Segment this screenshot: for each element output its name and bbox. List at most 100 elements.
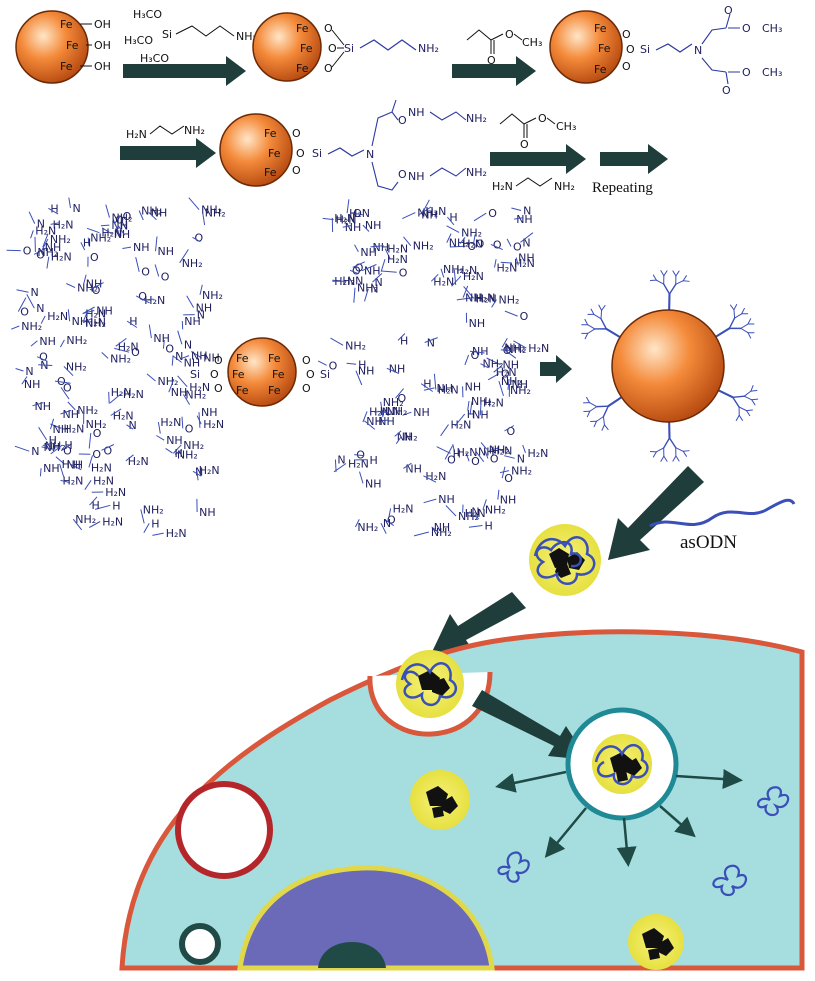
dendrimer-atom-label: O	[138, 290, 147, 303]
fe-label: Fe	[268, 147, 281, 160]
oxygen-label: O	[626, 43, 635, 56]
dendrimer-bond	[440, 424, 449, 437]
free-asodn	[497, 786, 790, 897]
dendrimer-bond	[352, 261, 366, 268]
dendrimer-atom-label: NH₂	[383, 396, 404, 409]
dendrimer-atom-label: NH₂	[461, 226, 482, 239]
oxygen-label: O	[214, 382, 223, 395]
oxygen-label: O	[324, 22, 333, 35]
amine-label: NH₂	[554, 180, 575, 193]
oxygen-label: O	[724, 4, 733, 17]
dendrimer-atom-label: H₂N	[166, 527, 187, 540]
dendrimer-atom-label: NH₂	[443, 263, 464, 276]
dendrimer-atom-label: NH₂	[205, 207, 226, 220]
dendrimer-bond	[172, 444, 182, 454]
dendrimer-atom-label: H₂N	[189, 381, 210, 394]
dendrimer-atom-label: NH₂	[506, 343, 527, 356]
reagent-aptes: H₃CO H₃CO H₃CO Si NH₂	[124, 8, 257, 65]
dendrimer-bond	[422, 199, 430, 212]
dendrimer-branch	[652, 274, 657, 281]
dendrimer-atom-label: N	[120, 219, 128, 232]
dendrimer-atom-label: NH₂	[86, 418, 107, 431]
dna-coil	[533, 536, 596, 585]
dendrimer-bond	[177, 330, 183, 345]
oxygen-label: O	[398, 168, 407, 181]
dendrimer-bond	[179, 249, 189, 264]
dendrimer-bond	[67, 309, 71, 322]
dendrimer-atom-label: O	[36, 248, 45, 261]
oxygen-label: O	[622, 28, 631, 41]
reagent-ethylenediamine-1: H₂N NH₂	[126, 124, 205, 141]
dendrimer-atom-label: H₂N	[105, 486, 126, 499]
methyl-label: CH₃	[762, 22, 782, 35]
cell	[119, 629, 805, 971]
dendrimer-atom-label: NH₂	[431, 526, 452, 539]
dendrimer-bond	[430, 273, 439, 282]
dendrimer-branch	[596, 416, 604, 422]
dendrimer-atom-label: O	[141, 266, 150, 279]
dendrimer-branch	[587, 324, 596, 330]
dendrimer-atom-label: O	[493, 238, 502, 251]
dendrimer-bond	[446, 233, 452, 243]
dendrimer-bond	[445, 505, 457, 517]
dendrimer-bond	[86, 227, 100, 234]
dendrimer-branch	[682, 450, 690, 452]
dendrimer-atom-label: H₂N	[53, 218, 74, 231]
nanoparticle-core-2	[252, 12, 322, 82]
dendrimer-atom-label: NH₂	[77, 282, 98, 295]
arrow-to-cell	[432, 592, 526, 652]
dendrimer-bond	[94, 504, 111, 510]
methoxy-label: H₃CO	[124, 34, 153, 47]
dendrimer-bond	[459, 236, 466, 244]
dendrimer-atom-label: O	[501, 368, 510, 381]
dendrimer-bond	[41, 446, 54, 450]
dendrimer-bond	[63, 366, 74, 377]
dendrimer-atom-label: N	[36, 302, 44, 315]
dendrimer-atom-label: NH	[171, 386, 188, 399]
oxygen-label: O	[505, 28, 514, 41]
dendrimer-bond	[122, 246, 132, 249]
dendrimer-branch	[675, 455, 680, 462]
nitrogen-label: N	[366, 148, 374, 161]
dendrimer-bond	[46, 256, 50, 269]
dendrimer-atom-label: NH	[63, 408, 80, 421]
amide-label: NH	[408, 170, 425, 183]
dendrimer-bond	[171, 355, 174, 366]
dendrimer-atom-label: H₂N	[456, 264, 477, 277]
reagent-methyl-acrylate-1: O O CH₃	[466, 28, 542, 67]
dendrimer-atom-label: NH	[191, 350, 208, 363]
dendrimer-atom-label: O	[476, 238, 485, 251]
dendrimer-bond	[38, 427, 48, 441]
dendrimer-atom-label: H	[175, 447, 183, 460]
fe-label: Fe	[236, 352, 249, 365]
dendrimer-bond	[16, 289, 29, 293]
dendrimer-atom-label: H	[400, 334, 408, 347]
dendrimer-bond	[451, 275, 462, 287]
dendrimer-bond	[500, 261, 513, 264]
dendrimer-bond	[346, 362, 357, 365]
dendrimer-bond	[395, 436, 402, 444]
dendrimer-atom-label: NH₂	[177, 448, 198, 461]
dendrimer-bond	[504, 310, 518, 317]
dendrimer-atom-label: H	[423, 378, 431, 391]
dendrimer-bond	[420, 383, 433, 392]
dendrimer-branch	[746, 410, 751, 417]
dendrimer-branch	[598, 304, 603, 311]
dendrimer-atom-label: NH	[111, 219, 128, 232]
dendrimer-bond	[464, 354, 470, 366]
dendrimer-atom-label: H	[64, 439, 72, 452]
dendrimer-atom-label: N	[517, 452, 525, 465]
dendrimer-branch	[586, 410, 591, 418]
dendrimer-atom-label: O	[123, 210, 132, 223]
dendrimer-atom-label: NH	[516, 213, 533, 226]
dendrimer-atom-label: H₂N	[387, 243, 408, 256]
dendrimer-atom-label: NH₂	[499, 294, 520, 307]
dendrimer-bond	[515, 257, 519, 266]
dendrimer-bond	[135, 295, 150, 304]
dendrimer-bond	[196, 469, 199, 481]
dendrimer-atom-label: NH₂	[501, 375, 522, 388]
dendrimer-bond	[38, 364, 53, 366]
dendrimer-atom-label: NH₂	[458, 510, 479, 523]
dendrimer-branch	[584, 318, 589, 326]
dendrimer-atom-label: NH	[389, 362, 406, 375]
